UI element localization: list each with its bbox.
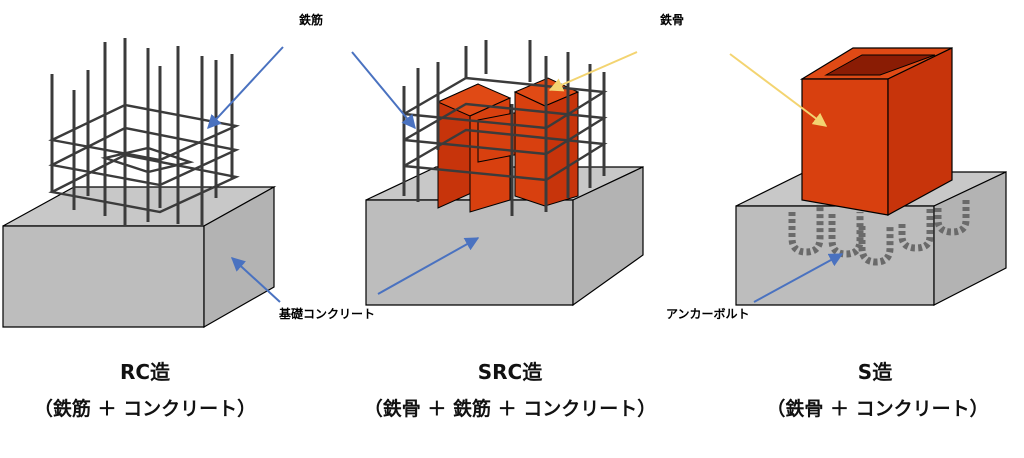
- panel-subtitle-rc: （鉄筋 ＋ コンクリート）: [33, 398, 257, 420]
- label-foundation: 基礎コンクリート: [279, 307, 376, 321]
- panel-title-rc: RC造: [119, 360, 171, 384]
- src-rebar-cage: [402, 40, 608, 216]
- label-anchor-bolt: アンカーボルト: [666, 307, 750, 321]
- arrow-rebar-src: [351, 51, 416, 130]
- arrow-steel-src: [548, 51, 638, 92]
- panel-subtitle-s: （鉄骨 ＋ コンクリート）: [766, 398, 989, 420]
- arrow-steel-s: [729, 53, 828, 127]
- panel-subtitle-src: （鉄骨 ＋ 鉄筋 ＋ コンクリート）: [363, 398, 657, 420]
- rc-foundation-block: [2, 185, 277, 329]
- arrow-rebar-rc: [207, 46, 284, 130]
- panel-title-src: SRC造: [477, 360, 543, 384]
- arrow-foundation-src: [377, 237, 480, 295]
- label-rebar: 鉄筋: [299, 13, 324, 27]
- panel-title-s: S造: [857, 360, 893, 384]
- arrow-anchor-bolt: [753, 253, 844, 303]
- rc-rebar-cage: [48, 38, 240, 226]
- s-steel-column: [799, 47, 953, 217]
- label-steel: 鉄骨: [660, 13, 685, 27]
- s-anchor-bolts: [788, 200, 970, 266]
- arrows: [207, 46, 844, 303]
- arrow-foundation-rc: [230, 257, 281, 303]
